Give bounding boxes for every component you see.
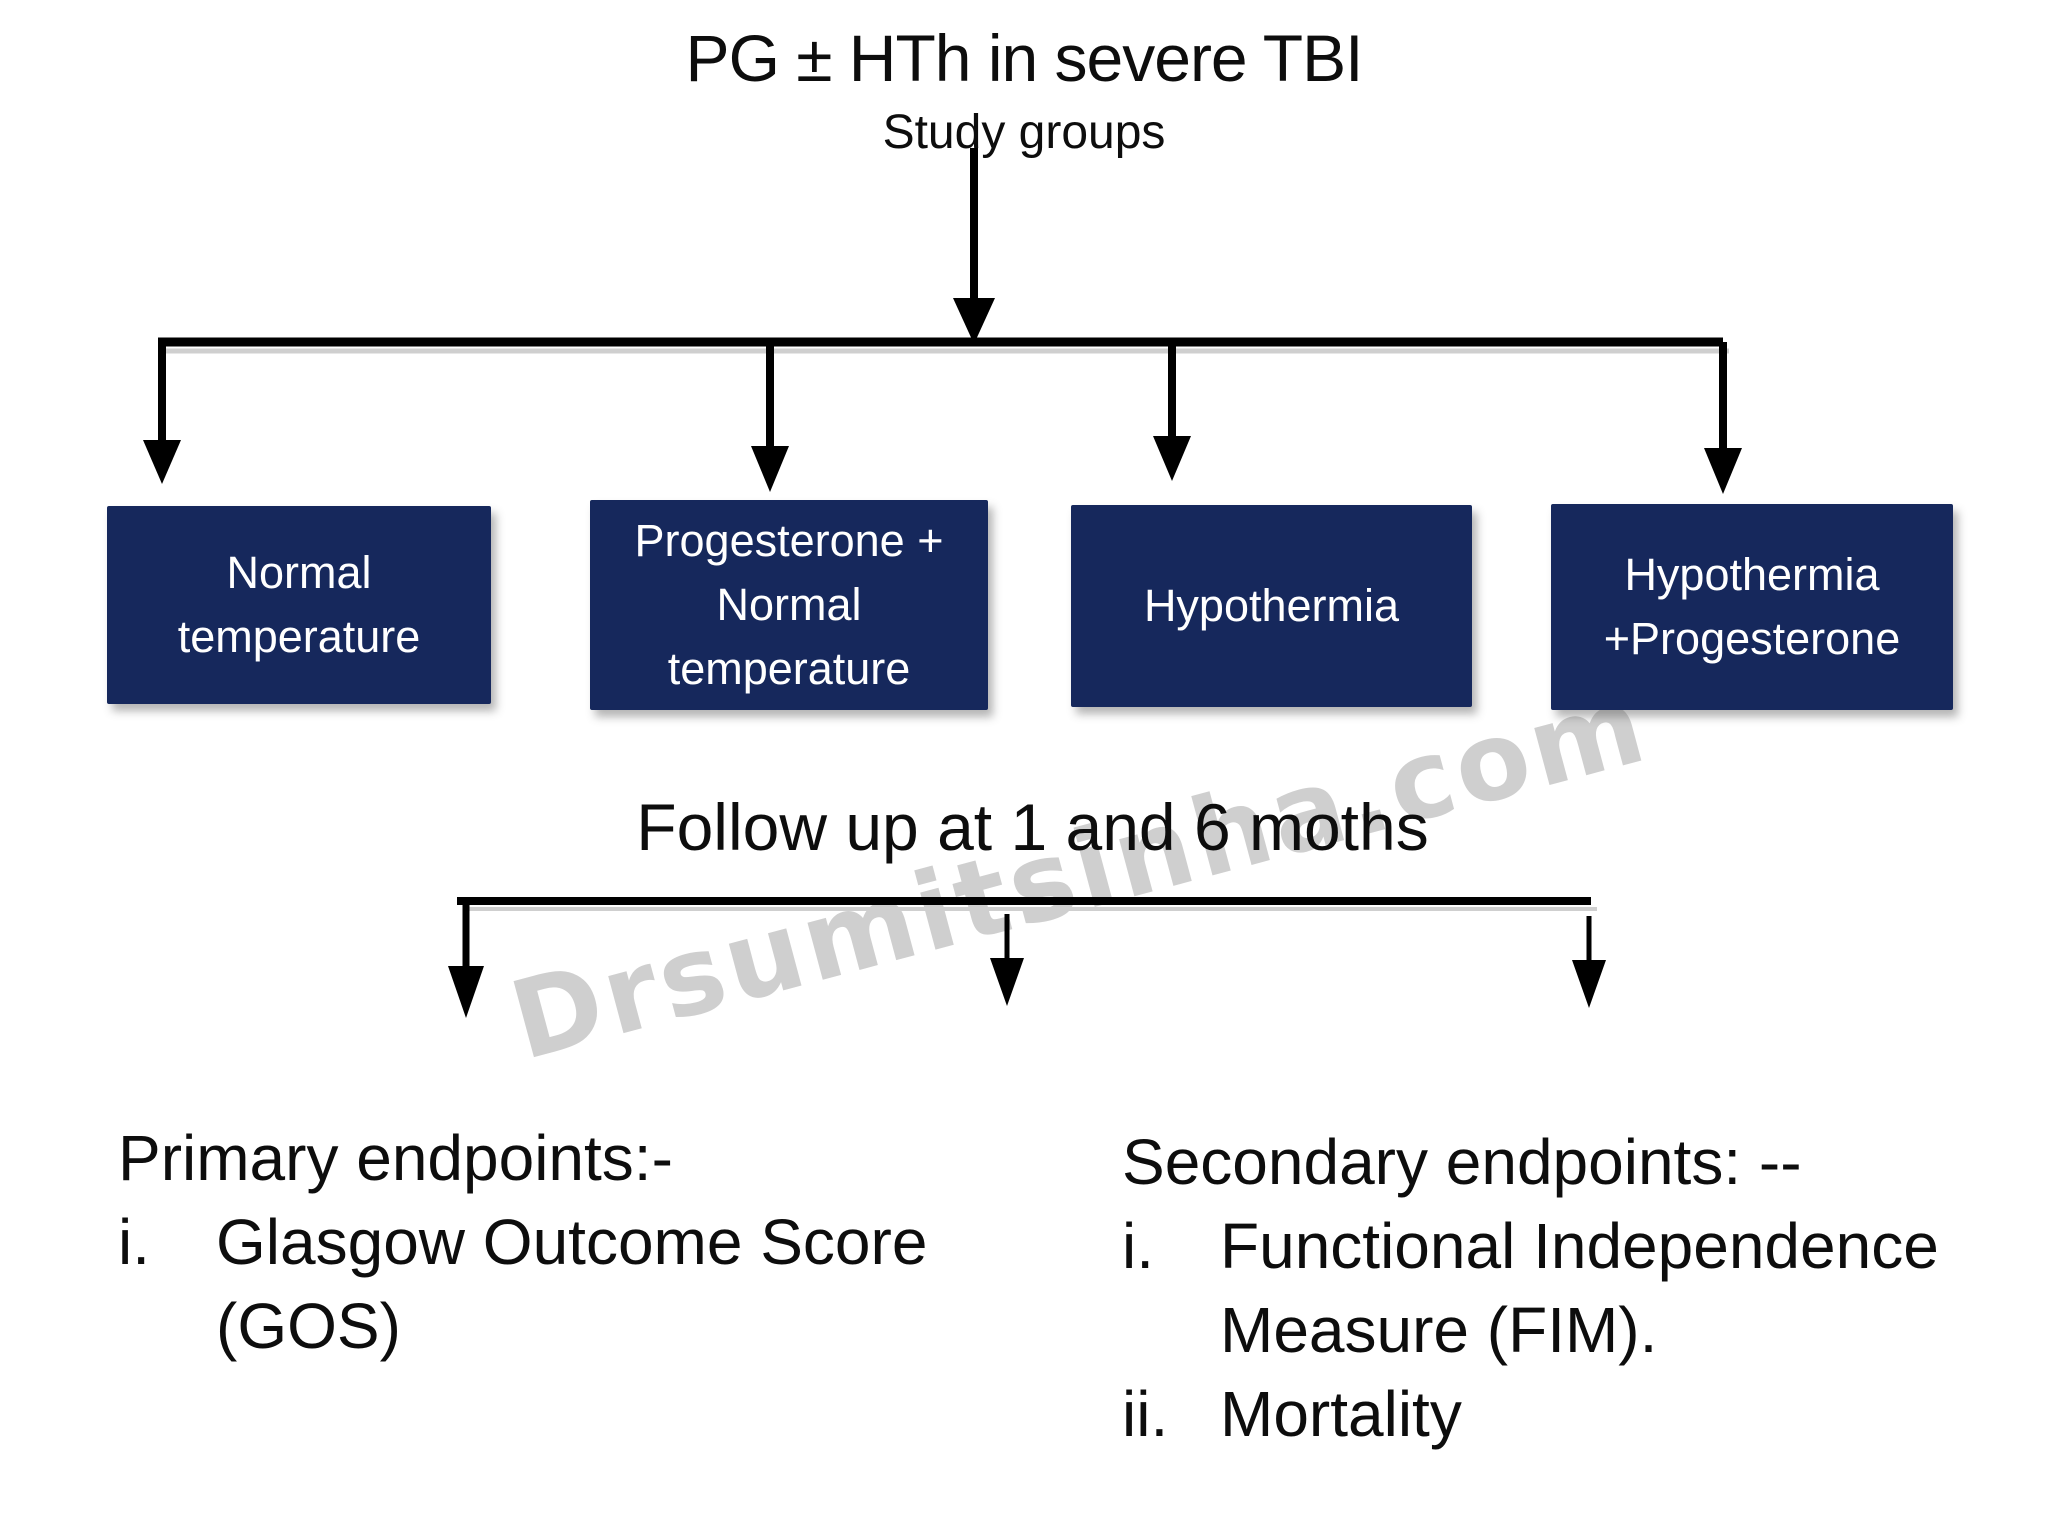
group-box-progesterone-normal-temperature: Progesterone + Normal temperature — [590, 500, 988, 710]
branch-line-followup — [457, 897, 1597, 911]
followup-arrow-2-head — [990, 958, 1024, 1006]
group-box-hypothermia: Hypothermia — [1071, 505, 1472, 707]
study-groups-arrow-head — [953, 298, 995, 344]
study-groups-arrow — [953, 148, 995, 344]
primary-endpoints-block: Primary endpoints:- i. Glasgow Outcome S… — [118, 1116, 927, 1368]
primary-endpoint-item-1-text: Glasgow Outcome Score — [216, 1206, 928, 1278]
diagram-subtitle: Study groups — [882, 106, 1166, 159]
secondary-endpoint-item-1-continuation: Measure (FIM). — [1122, 1288, 1939, 1372]
secondary-endpoint-item-2: ii. Mortality — [1122, 1372, 1939, 1456]
branch-arrow-group-3 — [1153, 342, 1191, 481]
followup-label: Follow up at 1 and 6 moths — [636, 790, 1429, 864]
branch-arrow-group-4-head — [1704, 448, 1742, 494]
secondary-endpoint-item-1: i. Functional Independence — [1122, 1204, 1939, 1288]
title-block: PG ± HTh in severe TBI Study groups — [0, 16, 2048, 164]
list-marker: i. — [1122, 1210, 1154, 1282]
branch-line-top — [158, 337, 1729, 354]
secondary-endpoints-heading: Secondary endpoints: -- — [1122, 1126, 1802, 1198]
primary-endpoint-item-1-text2: (GOS) — [216, 1290, 401, 1362]
branch-arrow-group-1-head — [143, 440, 181, 484]
followup-arrow-1 — [448, 901, 484, 1018]
primary-endpoint-item-1-continuation: (GOS) — [118, 1284, 927, 1368]
followup-arrow-3-head — [1572, 960, 1606, 1008]
branch-arrow-group-1 — [143, 342, 181, 484]
branch-arrow-group-2 — [751, 342, 789, 492]
secondary-endpoint-item-2-text: Mortality — [1220, 1378, 1462, 1450]
secondary-endpoints-block: Secondary endpoints: -- i. Functional In… — [1122, 1120, 1939, 1456]
branch-arrow-group-3-head — [1153, 436, 1191, 481]
secondary-endpoint-item-1-text2: Measure (FIM). — [1220, 1294, 1658, 1366]
followup-arrow-1-head — [448, 966, 484, 1018]
branch-arrow-group-4 — [1704, 342, 1742, 494]
list-marker: ii. — [1122, 1378, 1169, 1450]
primary-endpoints-heading: Primary endpoints:- — [118, 1122, 673, 1194]
list-marker-empty — [118, 1284, 216, 1368]
list-marker-empty — [1122, 1288, 1220, 1372]
branch-arrow-group-2-head — [751, 446, 789, 492]
primary-endpoint-item-1: i. Glasgow Outcome Score — [118, 1200, 927, 1284]
group-box-hypothermia-progesterone: Hypothermia +Progesterone — [1551, 504, 1953, 710]
diagram-title: PG ± HTh in severe TBI — [685, 21, 1364, 95]
list-marker: i. — [118, 1206, 150, 1278]
followup-arrow-2 — [990, 914, 1024, 1006]
group-box-normal-temperature: Normal temperature — [107, 506, 491, 704]
followup-arrow-3 — [1572, 916, 1606, 1008]
secondary-endpoint-item-1-text: Functional Independence — [1220, 1210, 1939, 1282]
